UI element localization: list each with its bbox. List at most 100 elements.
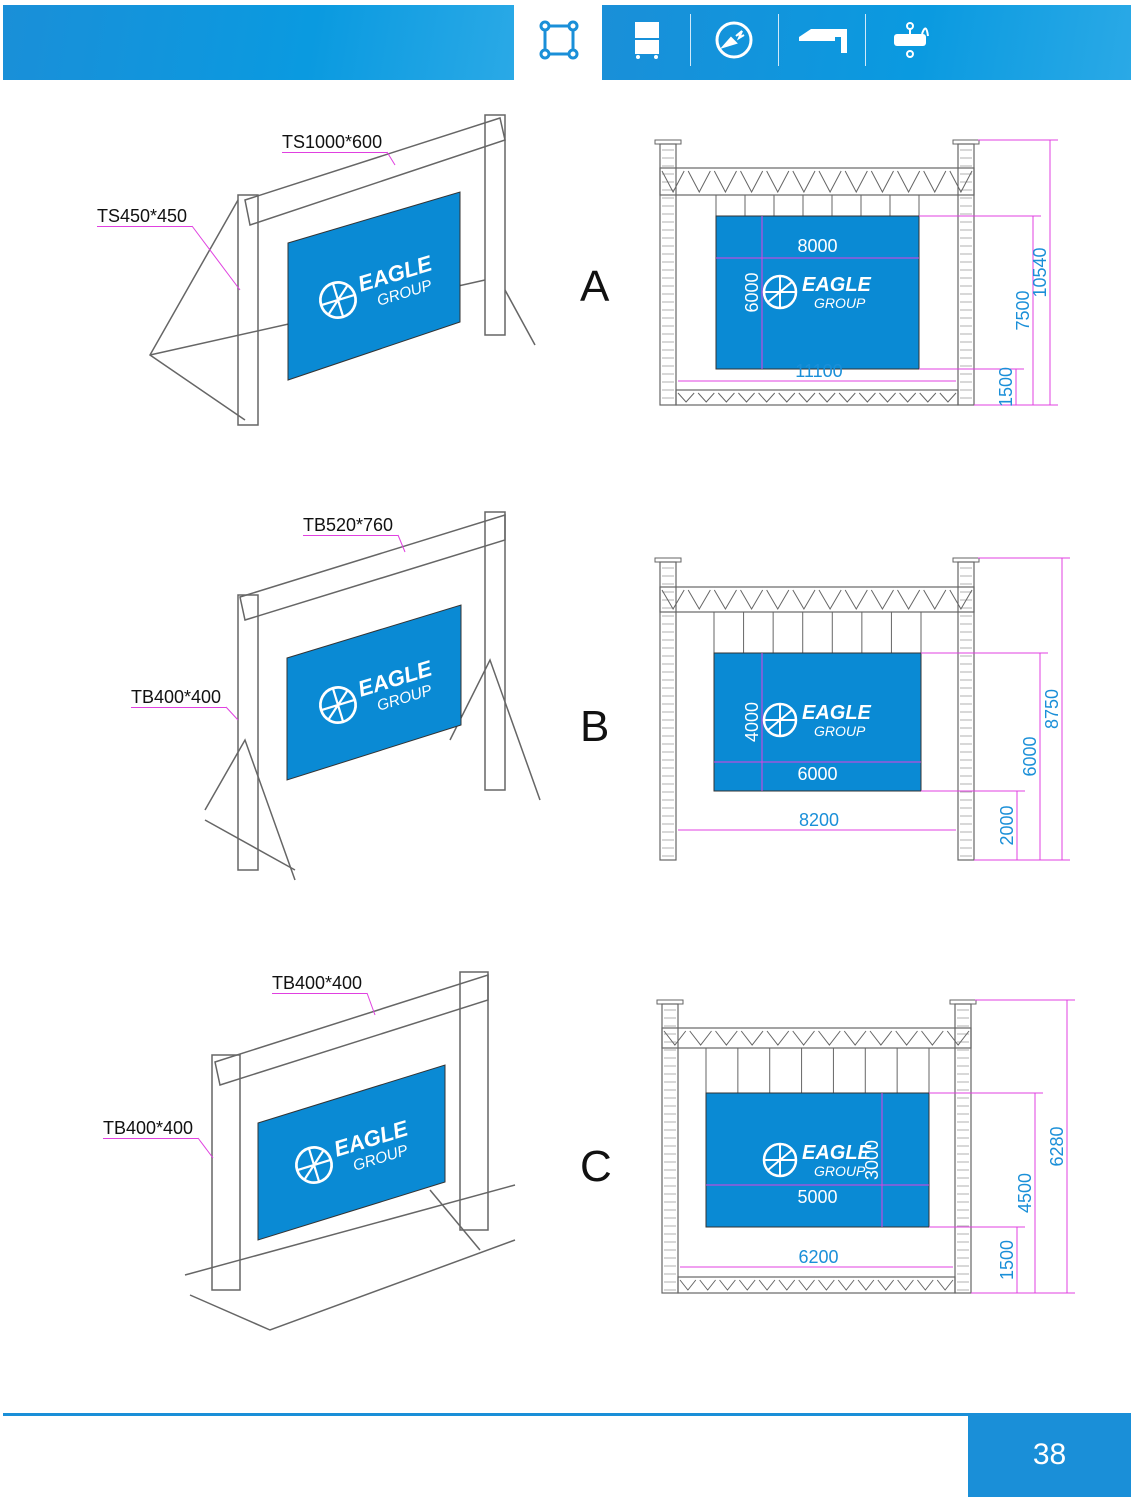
section-letter-c: C	[580, 1142, 612, 1191]
globe-icon	[319, 686, 357, 724]
dim-screen-height: 3000	[862, 1140, 882, 1180]
page-number: 38	[968, 1413, 1131, 1497]
column-truss-iso	[484, 114, 506, 336]
led-screen	[705, 1092, 930, 1228]
brand-sub: GROUP	[814, 723, 866, 739]
dim-clearance: 1500	[997, 1240, 1017, 1280]
label-leader	[191, 225, 241, 291]
support-truss-iso	[449, 658, 541, 801]
truss-lacing	[661, 170, 973, 194]
support-truss-iso	[184, 1184, 516, 1276]
vertical-truss	[957, 561, 975, 861]
horizontal-truss	[677, 1276, 956, 1294]
column-truss-iso	[237, 194, 259, 426]
truss-label: TB400*400	[272, 973, 363, 993]
globe-icon	[319, 281, 357, 319]
support-truss-iso	[189, 1239, 516, 1331]
dim-screen-width: 6000	[797, 764, 837, 784]
eagle-icon	[764, 276, 796, 308]
truss-label: TB400*400	[131, 687, 222, 707]
section-letter-b: B	[580, 702, 610, 751]
led-screen-iso	[286, 604, 462, 781]
brand-sub: GROUP	[814, 295, 866, 311]
truss-lacing	[664, 1009, 676, 1291]
horizontal-truss	[659, 586, 975, 613]
truss-lacing	[677, 392, 957, 403]
footer-rule	[3, 1413, 1131, 1416]
column-truss-iso	[484, 511, 506, 791]
dim-clearance: 2000	[997, 805, 1017, 845]
dim-clearance: 1500	[996, 367, 1016, 407]
stage-platform-icon[interactable]	[797, 18, 851, 62]
column-truss-iso	[459, 971, 489, 1231]
brand-name: EAGLE	[802, 702, 872, 724]
dim-total-height: 8750	[1042, 689, 1062, 729]
chain-hoist-icon[interactable]	[888, 18, 932, 62]
label-underline	[97, 226, 192, 227]
led-screen-iso	[287, 191, 461, 381]
support-truss-iso	[204, 738, 296, 881]
horizontal-truss	[661, 1027, 972, 1049]
truss-lacing	[662, 149, 674, 399]
label-leader	[366, 992, 376, 1016]
led-screen	[713, 652, 922, 792]
truss-label: TS1000*600	[282, 132, 383, 152]
dim-total-height: 10540	[1030, 247, 1050, 297]
truss-lacing	[662, 567, 674, 857]
truss-lacing	[960, 567, 972, 857]
support-truss-iso	[204, 819, 296, 871]
dim-screen-top-height: 4500	[1015, 1173, 1035, 1213]
dim-total-height: 6280	[1047, 1126, 1067, 1166]
dim-screen-width: 5000	[797, 1187, 837, 1207]
dim-screen-top-height: 6000	[1020, 736, 1040, 776]
dim-span: 8200	[799, 810, 839, 830]
eagle-icon	[296, 1147, 332, 1183]
dim-screen-width: 8000	[797, 236, 837, 256]
support-truss-iso	[504, 289, 536, 346]
truss-lacing	[663, 1030, 970, 1046]
label-underline	[282, 152, 387, 153]
truss-frame-icon[interactable]	[537, 18, 581, 62]
horizontal-truss	[659, 167, 975, 196]
column-truss-iso	[237, 594, 259, 871]
divider	[778, 14, 779, 66]
vertical-truss	[954, 1003, 972, 1294]
dim-screen-top-height: 7500	[1013, 290, 1033, 330]
column-truss-iso	[211, 1054, 241, 1291]
led-screen-iso	[257, 1064, 446, 1241]
truss-lacing	[957, 1009, 969, 1291]
brand-name: EAGLE	[802, 274, 872, 296]
label-underline	[103, 1138, 198, 1139]
truss-label: TB400*400	[103, 1118, 194, 1138]
header-banner-left	[3, 5, 514, 80]
label-leader	[386, 151, 396, 166]
eagle-icon	[320, 282, 356, 318]
divider	[865, 14, 866, 66]
dim-screen-height: 6000	[742, 272, 762, 312]
power-plug-icon[interactable]	[712, 18, 756, 62]
label-leader	[225, 706, 239, 721]
label-underline	[272, 993, 367, 994]
eagle-icon	[764, 704, 796, 736]
vertical-truss	[659, 561, 677, 861]
dim-screen-height: 4000	[742, 702, 762, 742]
brand-sub: GROUP	[814, 1163, 866, 1179]
dim-span: 11100	[795, 361, 842, 381]
divider	[690, 14, 691, 66]
dim-span: 6200	[798, 1247, 838, 1267]
flight-case-icon[interactable]	[625, 18, 669, 62]
eagle-icon	[764, 1144, 796, 1176]
label-leader	[397, 534, 406, 553]
horizontal-truss	[675, 389, 959, 406]
label-leader	[197, 1137, 214, 1159]
vertical-truss	[659, 143, 677, 406]
vertical-truss	[957, 143, 975, 406]
section-letter-a: A	[580, 262, 610, 311]
truss-lacing	[679, 1279, 954, 1291]
truss-lacing	[661, 589, 973, 610]
led-screen	[715, 215, 920, 370]
